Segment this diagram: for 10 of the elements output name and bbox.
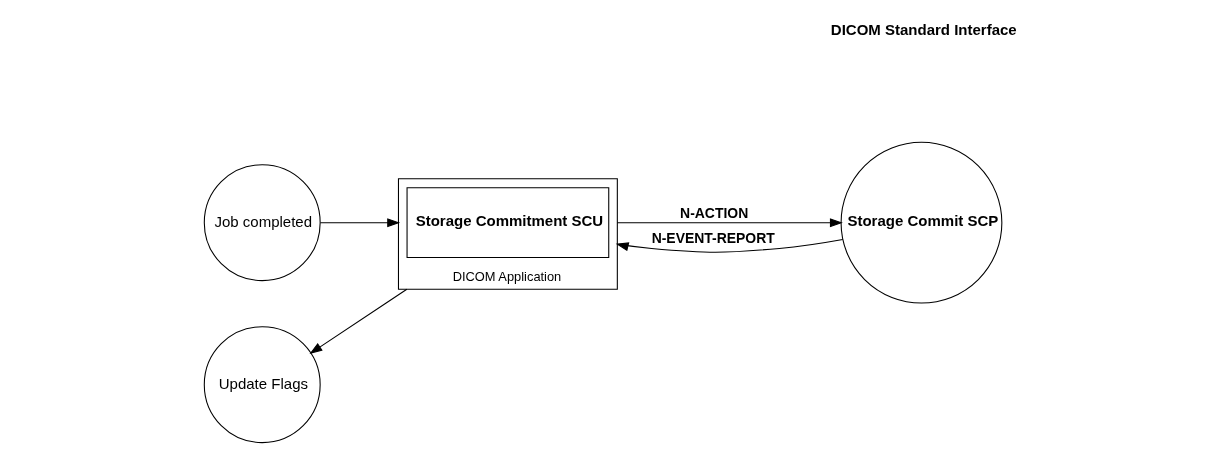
arrow [616, 218, 843, 228]
arrow [615, 238, 844, 253]
arrow [319, 218, 401, 228]
arrow [309, 288, 408, 354]
node-circle: Job completed [203, 164, 321, 282]
node-circle: Storage Commit SCP [840, 141, 1003, 304]
edge-label: N-ACTION [680, 204, 749, 221]
label: DICOM Standard Interface [830, 20, 1017, 38]
edge-label: N-EVENT-REPORT [651, 230, 775, 247]
node-box: Storage Commitment SCU [406, 187, 610, 259]
